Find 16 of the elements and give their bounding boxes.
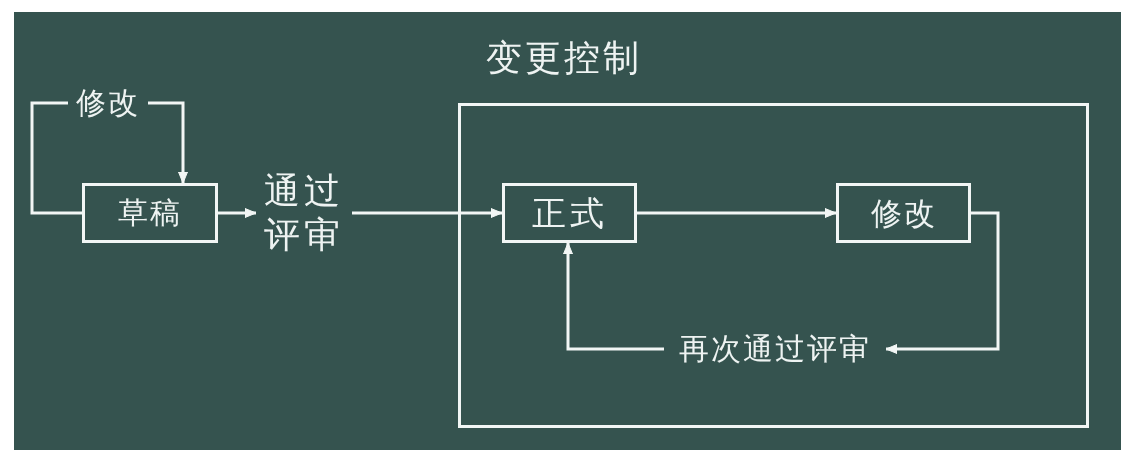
process-box [502, 183, 637, 243]
flow-arrow [637, 208, 837, 218]
flow-arrow [885, 211, 1000, 354]
step-label: 通过评审 [256, 168, 352, 258]
process-box [82, 183, 218, 243]
flow-arrow [563, 242, 664, 351]
flow-arrow [352, 208, 503, 218]
group-title: 变更控制 [486, 38, 642, 78]
step-label: 再次通过评审 [664, 331, 886, 367]
edge-label: 修改 [67, 86, 148, 120]
step-label: 正式 [531, 192, 608, 234]
step-label: 草稿 [118, 195, 182, 231]
step-label: 修改 [870, 194, 937, 232]
group-frame [458, 38, 1089, 428]
process-box [836, 183, 971, 243]
flow-arrow [218, 208, 257, 218]
